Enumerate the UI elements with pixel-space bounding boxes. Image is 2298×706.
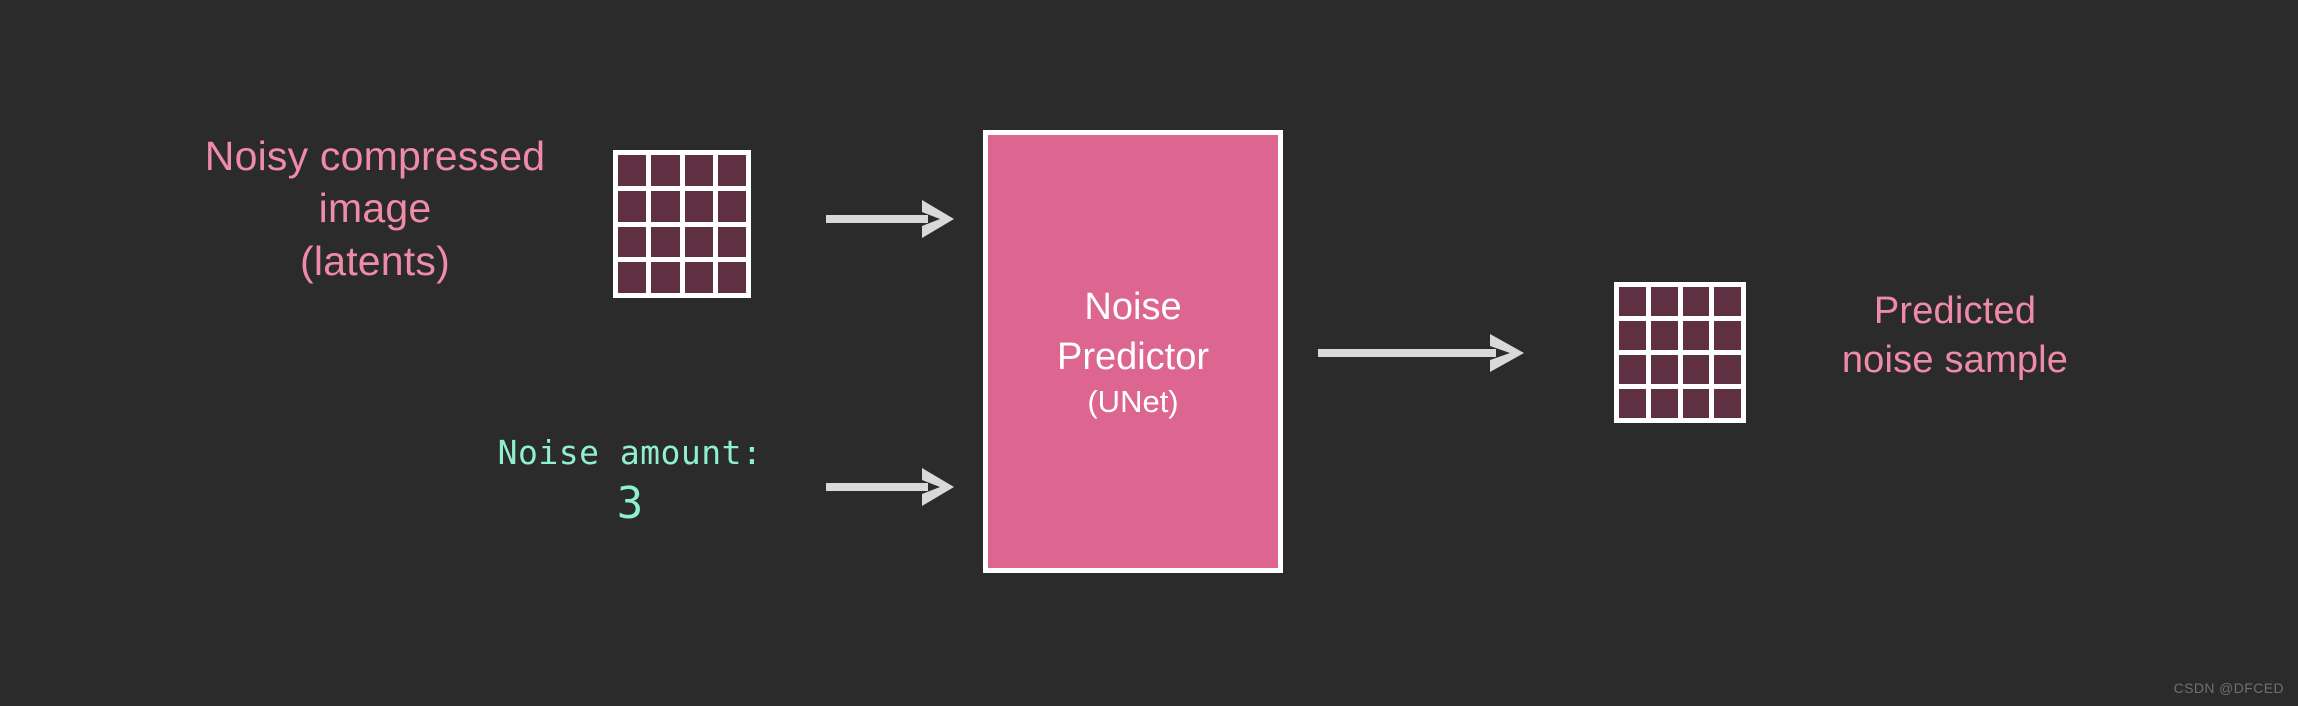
latent-grid bbox=[613, 150, 751, 298]
grid-cell bbox=[651, 190, 680, 222]
noise-predictor-box: Noise Predictor (UNet) bbox=[983, 130, 1283, 573]
grid-cell bbox=[618, 262, 647, 293]
grid-cell bbox=[717, 262, 746, 293]
arrow-noise-amount-to-unet bbox=[826, 468, 954, 506]
grid-cell bbox=[618, 190, 647, 222]
grid-cell bbox=[1714, 321, 1741, 350]
grid-cell bbox=[1619, 389, 1646, 418]
grid-cell bbox=[618, 226, 647, 258]
grid-cell bbox=[1714, 355, 1741, 384]
grid-cell bbox=[717, 155, 746, 186]
grid-cell bbox=[1714, 287, 1741, 316]
grid-cell bbox=[1650, 321, 1678, 350]
arrow-unet-to-output bbox=[1318, 334, 1524, 372]
noise-predictor-subtitle: (UNet) bbox=[1087, 383, 1179, 419]
noise-amount-block: Noise amount: 3 bbox=[460, 433, 800, 529]
grid-cell bbox=[717, 190, 746, 222]
grid-cell bbox=[1714, 389, 1741, 418]
grid-cell bbox=[1682, 287, 1710, 316]
grid-cell bbox=[1650, 287, 1678, 316]
grid-cell bbox=[717, 226, 746, 258]
noise-amount-caption: Noise amount: bbox=[497, 433, 763, 472]
grid-cell bbox=[684, 190, 713, 222]
grid-cell bbox=[1650, 355, 1678, 384]
noisy-compressed-image-label: Noisy compressed image (latents) bbox=[204, 133, 546, 284]
grid-cell bbox=[651, 226, 680, 258]
grid-cell bbox=[684, 155, 713, 186]
predicted-noise-grid bbox=[1614, 282, 1746, 423]
grid-cell bbox=[1682, 355, 1710, 384]
grid-cell bbox=[651, 155, 680, 186]
grid-cell bbox=[651, 262, 680, 293]
grid-cell bbox=[1619, 355, 1646, 384]
noise-amount-value: 3 bbox=[616, 478, 644, 529]
grid-cell bbox=[684, 262, 713, 293]
arrow-latents-to-unet bbox=[826, 200, 954, 238]
grid-cell bbox=[1619, 287, 1646, 316]
grid-cell bbox=[1650, 389, 1678, 418]
grid-cell bbox=[684, 226, 713, 258]
noise-predictor-title: Noise Predictor bbox=[1056, 286, 1210, 378]
grid-cell bbox=[1682, 389, 1710, 418]
predicted-noise-sample-label: Predicted noise sample bbox=[1841, 290, 2069, 381]
grid-cell bbox=[1682, 321, 1710, 350]
watermark: CSDN @DFCED bbox=[2173, 680, 2284, 696]
grid-cell bbox=[618, 155, 647, 186]
grid-cell bbox=[1619, 321, 1646, 350]
